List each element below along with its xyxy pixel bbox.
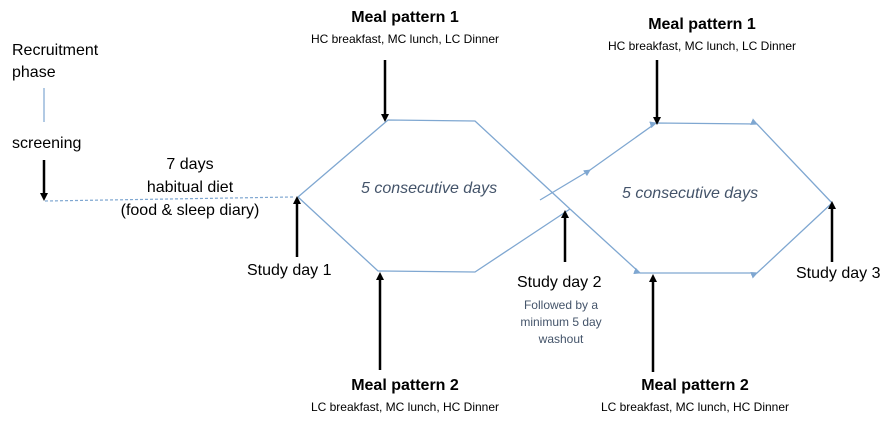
meal-pattern-top-left-title: Meal pattern 1 [351,9,459,26]
period-right-label: 5 consecutive days [622,185,759,202]
screening-label: screening [12,135,82,152]
meal-pattern-bottom-left-detail: LC breakfast, MC lunch, HC Dinner [310,400,500,414]
washout-line-3: washout [538,332,584,346]
meal-pattern-bottom-right-title: Meal pattern 2 [641,377,749,394]
recruitment-label: Recruitment [12,42,99,59]
study-day-2-label: Study day 2 [517,274,602,291]
hexagon-left-bottom [297,196,571,273]
meal-pattern-bottom-right-detail: LC breakfast, MC lunch, HC Dinner [600,400,790,414]
hexagon-left-top [297,119,571,210]
period-left-label: 5 consecutive days [361,180,498,197]
meal-pattern-top-right-detail: HC breakfast, MC lunch, LC Dinner [607,39,797,53]
study-day-1-label: Study day 1 [247,262,332,279]
washout-line-2: minimum 5 day [520,315,602,329]
diary-label: (food & sleep diary) [120,202,260,219]
washout-line-1: Followed by a [523,298,599,312]
habitual-diet-dashed-line [44,196,294,202]
meal-pattern-top-right-title: Meal pattern 1 [648,16,756,33]
washout-note: Followed by a minimum 5 day washout [520,297,601,348]
habitual-days-label: 7 days [166,156,214,173]
hexagon-right-bottom [569,202,833,279]
study-day-3-label: Study day 3 [796,265,881,282]
habitual-diet-label: habitual diet [146,179,234,196]
meal-pattern-top-left-detail: HC breakfast, MC lunch, LC Dinner [310,32,500,46]
meal-pattern-bottom-left-title: Meal pattern 2 [351,377,459,394]
phase-label: phase [12,64,56,81]
